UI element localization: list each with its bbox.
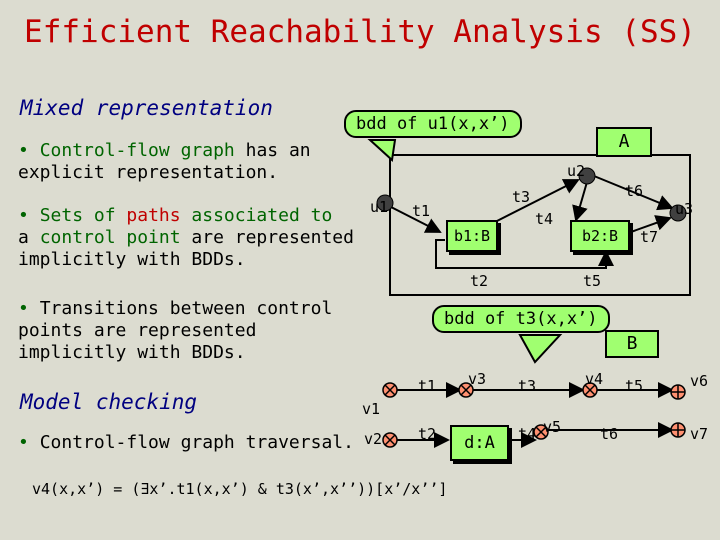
label-v1: v1 — [362, 400, 381, 418]
label-b-t3: t3 — [518, 377, 537, 395]
node-v1 — [382, 382, 398, 398]
bullet-2-a: a — [18, 227, 40, 248]
block-b1: b1:B — [446, 220, 498, 252]
label-b-t4: t4 — [518, 425, 537, 443]
bullet-4-text: Control-flow graph traversal. — [39, 432, 354, 453]
block-b2: b2:B — [570, 220, 630, 252]
label-u2: u2 — [567, 162, 586, 180]
label-t6: t6 — [625, 182, 644, 200]
bullet-2-highlight: Sets of — [39, 205, 127, 226]
bullet-2-paths: paths — [126, 205, 181, 226]
edge-b1-loop — [435, 239, 614, 269]
bullet-marker: • — [18, 298, 29, 319]
bullet-2: • Sets of paths associated to a control … — [18, 205, 354, 271]
bullet-3-line1: Transitions between control — [39, 298, 333, 319]
label-v5: v5 — [543, 418, 562, 436]
bullet-2-represented: are represented — [180, 227, 354, 248]
bullet-3-line2: points are represented — [18, 320, 257, 341]
label-v3: v3 — [468, 370, 487, 388]
bullet-2-line3: implicitly with BDDs. — [18, 249, 246, 270]
label-b-t5: t5 — [625, 377, 644, 395]
bullet-marker: • — [18, 140, 29, 161]
bullet-1: • Control-flow graph has an explicit rep… — [18, 140, 311, 184]
callout-bdd-u1: bdd of u1(x,x’) — [344, 110, 522, 138]
edge-b1-u2 — [494, 179, 580, 223]
edge-u2-b2 — [572, 181, 588, 222]
label-t5: t5 — [583, 272, 602, 290]
bullet-1-line2: explicit representation. — [18, 162, 279, 183]
bullet-3-line3: implicitly with BDDs. — [18, 342, 246, 363]
bullet-1-highlight: Control-flow graph — [39, 140, 235, 161]
node-v6 — [670, 384, 686, 400]
edge-b2-u3 — [627, 215, 672, 234]
bullet-marker: • — [18, 432, 29, 453]
bullet-2-control-point: control point — [39, 227, 181, 248]
callout1-pointer — [367, 139, 397, 162]
bullet-marker: • — [18, 205, 29, 226]
bullet-2-text: associated to — [180, 205, 333, 226]
node-u3 — [669, 204, 687, 222]
label-t7: t7 — [640, 228, 659, 246]
node-v3 — [458, 382, 474, 398]
block-d: d:A — [450, 425, 509, 461]
label-b-t2: t2 — [418, 425, 437, 443]
label-t3: t3 — [512, 188, 531, 206]
callout-bdd-t3: bdd of t3(x,x’) — [432, 305, 610, 333]
label-u1: u1 — [370, 198, 389, 216]
label-v6: v6 — [690, 372, 709, 390]
bullet-1-text: has an — [234, 140, 311, 161]
edge-u2-u3 — [593, 175, 674, 211]
model-heading: Model checking — [20, 390, 198, 414]
page-title: Efficient Reachability Analysis (SS) — [24, 14, 696, 50]
bullet-3: • Transitions between control points are… — [18, 298, 332, 364]
node-v5 — [533, 424, 549, 440]
label-u3: u3 — [675, 200, 694, 218]
label-v7: v7 — [690, 425, 709, 443]
label-b-t1: t1 — [418, 377, 437, 395]
label-t1: t1 — [412, 202, 431, 220]
label-t4: t4 — [535, 210, 554, 228]
node-u2 — [578, 167, 596, 185]
bullet-4: • Control-flow graph traversal. — [18, 432, 354, 454]
graph-b-label: B — [605, 330, 659, 358]
label-v4: v4 — [585, 370, 604, 388]
mixed-heading: Mixed representation — [20, 96, 273, 120]
node-v7 — [670, 422, 686, 438]
edge-u1-b1 — [390, 206, 442, 233]
node-v2 — [382, 432, 398, 448]
node-u1 — [376, 194, 394, 212]
formula: v4(x,x’) = (∃x’.t1(x,x’) & t3(x’,x’’))[x… — [32, 480, 448, 498]
node-v4 — [582, 382, 598, 398]
label-v2: v2 — [364, 430, 383, 448]
graph-a-frame — [389, 154, 691, 296]
graph-a-label: A — [596, 127, 652, 157]
label-b-t6: t6 — [600, 425, 619, 443]
label-t2: t2 — [470, 272, 489, 290]
callout2-pointer — [518, 334, 563, 364]
